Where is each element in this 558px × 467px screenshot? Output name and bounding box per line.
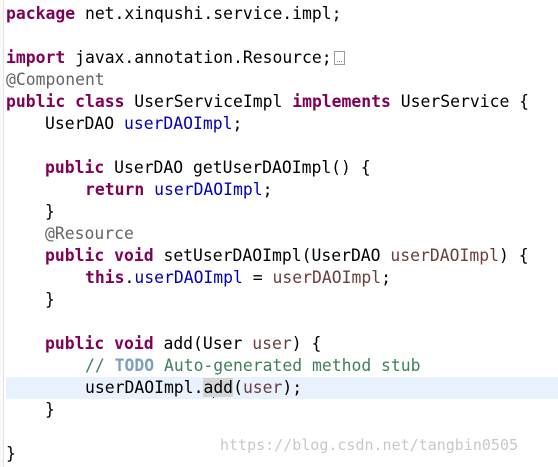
- code-line-blank[interactable]: [6, 25, 558, 47]
- code-line-add-signature[interactable]: public void add(User user) {: [45, 334, 322, 353]
- annotation-resource: @Resource: [45, 224, 134, 243]
- call-target: userDAOImpl: [85, 378, 194, 397]
- getter-signature: UserDAO getUserDAOImpl() {: [104, 158, 371, 177]
- package-name: net.xinqushi.service.impl;: [75, 4, 342, 23]
- code-line-close-brace[interactable]: }: [45, 202, 55, 221]
- parameter-userdaoimpl: userDAOImpl: [390, 246, 499, 265]
- keyword-public: public: [6, 92, 66, 111]
- code-line-current[interactable]: userDAOImpl.add(user);: [6, 377, 558, 399]
- keyword-void: void: [114, 246, 154, 265]
- parameter-user: user: [242, 378, 283, 397]
- class-name: UserServiceImpl: [124, 92, 293, 111]
- code-line-getter-signature[interactable]: public UserDAO getUserDAOImpl() {: [6, 157, 558, 179]
- code-line-blank[interactable]: [6, 311, 558, 333]
- field-userdaoimpl: userDAOImpl: [154, 180, 263, 199]
- watermark: https://blog.csdn.net/tangbin0505: [220, 436, 519, 454]
- code-line-component-annotation[interactable]: @Component: [6, 69, 558, 91]
- parameter-userdaoimpl: userDAOImpl: [272, 268, 382, 287]
- code-line-assignment[interactable]: this.userDAOImpl = userDAOImpl;: [85, 268, 391, 287]
- code-line-class-declaration[interactable]: public class UserServiceImpl implements …: [6, 91, 558, 113]
- comment-text: Auto-generated method stub: [154, 356, 421, 375]
- interface-name: UserService {: [390, 92, 530, 111]
- code-line-import[interactable]: import javax.annotation.Resource;: [6, 47, 558, 69]
- import-name: javax.annotation.Resource;: [65, 48, 332, 67]
- parameter-user: user: [252, 334, 292, 353]
- editor-gutter: [0, 0, 4, 467]
- code-line-class-close[interactable]: }: [6, 444, 16, 463]
- code-line-blank[interactable]: [6, 135, 558, 157]
- keyword-public: public: [45, 334, 105, 353]
- annotation-component: @Component: [6, 70, 105, 89]
- code-line-field-declaration[interactable]: UserDAO userDAOImpl;: [45, 114, 243, 133]
- keyword-class: class: [75, 92, 125, 111]
- keyword-implements: implements: [292, 92, 391, 111]
- field-type: UserDAO: [45, 114, 124, 133]
- code-area[interactable]: package net.xinqushi.service.impl; impor…: [6, 3, 558, 465]
- code-line-setter-signature[interactable]: public void setUserDAOImpl(UserDAO userD…: [45, 246, 529, 265]
- add-signature: add(User: [153, 334, 253, 353]
- field-userdaoimpl: userDAOImpl: [134, 268, 243, 287]
- keyword-void: void: [114, 334, 154, 353]
- code-line-close-brace[interactable]: }: [45, 290, 55, 309]
- setter-signature: setUserDAOImpl(UserDAO: [153, 246, 391, 265]
- keyword-import: import: [6, 48, 66, 67]
- field-userdaoimpl: userDAOImpl: [123, 114, 233, 133]
- code-line-package[interactable]: package net.xinqushi.service.impl;: [6, 3, 558, 25]
- keyword-public: public: [45, 246, 105, 265]
- code-line-resource-annotation[interactable]: @Resource: [6, 223, 558, 245]
- code-line-todo-comment[interactable]: // TODO Auto-generated method stub: [85, 356, 421, 375]
- keyword-this: this: [85, 268, 125, 287]
- code-line-return[interactable]: return userDAOImpl;: [85, 180, 273, 199]
- todo-tag: TODO: [114, 356, 155, 375]
- code-line-close-brace[interactable]: }: [45, 400, 55, 419]
- folded-imports-icon[interactable]: [333, 50, 345, 65]
- keyword-public: public: [45, 158, 105, 177]
- keyword-package: package: [6, 4, 76, 23]
- keyword-return: return: [85, 180, 145, 199]
